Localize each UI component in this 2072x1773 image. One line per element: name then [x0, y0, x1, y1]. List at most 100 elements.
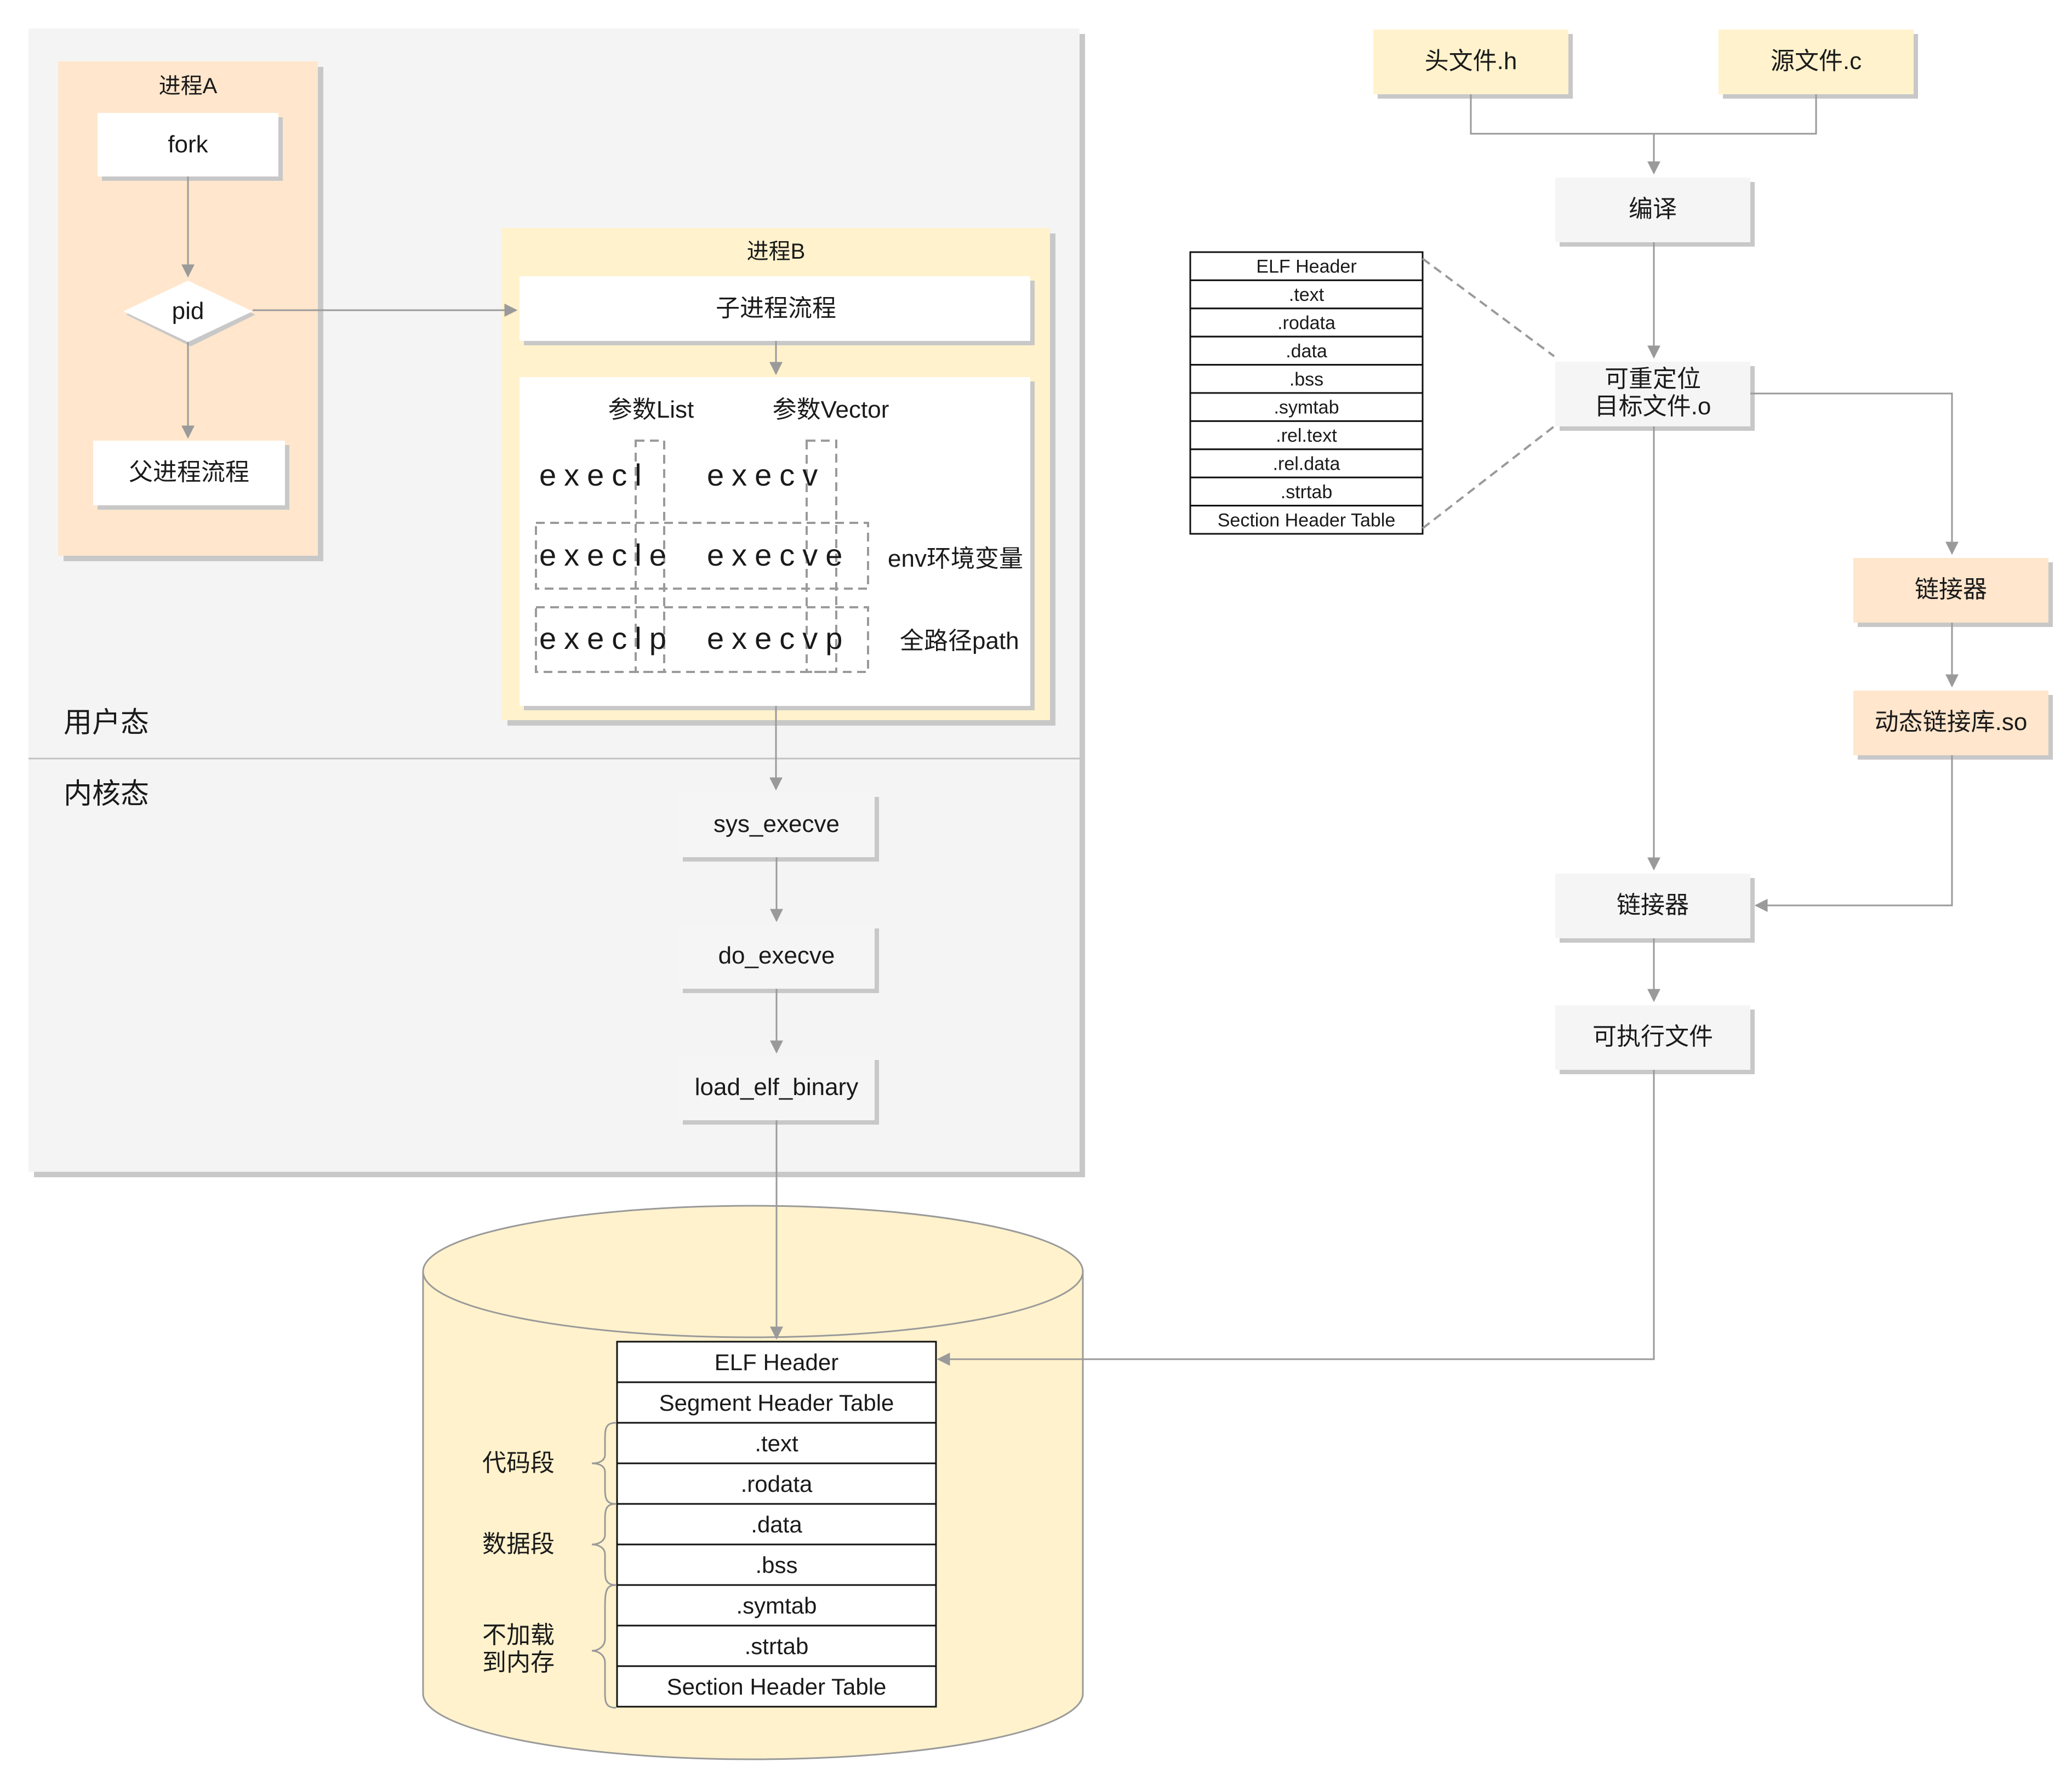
not-loaded-label-1: 不加载: [482, 1622, 555, 1649]
reloc-elf-row-label: .strtab: [1281, 482, 1332, 503]
reloc-elf-cell: [1189, 364, 1424, 394]
reloc-elf-row-label: .data: [1286, 341, 1327, 362]
exec-elf-row-label: .text: [755, 1430, 798, 1456]
elf-callout-bottom: [1422, 425, 1555, 529]
reloc-elf-cell: [1189, 392, 1424, 422]
reloc-elf-row-label: ELF Header: [1256, 256, 1356, 277]
process-b: 进程B 子进程流程 参数List 参数Vector execl execv ex…: [502, 228, 1055, 726]
shared-library-node[interactable]: [1853, 691, 2048, 755]
execve-label: execve: [707, 538, 850, 572]
child-flow-node[interactable]: [520, 276, 1030, 341]
reloc-elf-row-label: Section Header Table: [1218, 510, 1395, 531]
build-pipeline: 头文件.h 源文件.c 编译 可重定位 目标文件.o 链接器 动态链接库.so …: [937, 30, 2053, 1366]
code-segment-label: 代码段: [482, 1450, 555, 1476]
execlp-label: execlp: [539, 621, 674, 655]
source-to-compile-edge: [1654, 94, 1817, 135]
param-vector-label: 参数Vector: [773, 396, 889, 423]
reloc-elf-row-label: .rodata: [1277, 313, 1335, 334]
source-file-label: 源文件.c: [1771, 48, 1862, 75]
exec-elf-cell: [616, 1624, 937, 1667]
exec-elf-row-label: ELF Header: [715, 1349, 838, 1375]
path-label: 全路径path: [900, 628, 1019, 654]
process-a: 进程A fork pid 父进程流程: [58, 61, 323, 561]
execl-label: execl: [539, 458, 649, 492]
relocatable-label-2: 目标文件.o: [1595, 393, 1711, 420]
header-to-compile-edge: [1470, 94, 1654, 135]
load-elf-binary-node[interactable]: [678, 1056, 875, 1120]
reloc-elf-row-label: .bss: [1289, 369, 1323, 390]
sys-execve-label: sys_execve: [714, 811, 840, 837]
exec-elf-row-label: .symtab: [736, 1593, 817, 1618]
data-segment-brace: [591, 1503, 617, 1586]
reloc-elf-row-label: .rel.data: [1273, 454, 1340, 475]
load-elf-binary-label: load_elf_binary: [695, 1074, 858, 1101]
side-linker-label: 链接器: [1915, 576, 1987, 603]
exec-elf-cell: [616, 1665, 937, 1708]
env-label: env环境变量: [888, 545, 1023, 572]
execle-label: execle: [539, 538, 674, 572]
linker-label: 链接器: [1617, 892, 1689, 919]
sys-execve-node[interactable]: [678, 793, 875, 857]
so-to-linker-arrow: [1754, 755, 1953, 912]
elf-callout-top: [1422, 258, 1555, 357]
exec-elf-row-label: .bss: [755, 1552, 797, 1578]
exec-elf-row-label: .strtab: [745, 1633, 809, 1659]
shared-library-label: 动态链接库.so: [1875, 709, 2028, 736]
execv-label: execv: [707, 458, 825, 492]
reloc-elf-cell: [1189, 307, 1424, 338]
not-loaded-brace: [591, 1584, 617, 1709]
exec-elf-row-label: .rodata: [741, 1471, 813, 1497]
compile-node[interactable]: [1555, 178, 1750, 242]
data-segment-label: 数据段: [482, 1531, 555, 1558]
compile-label: 编译: [1629, 196, 1677, 223]
reloc-elf-cell: [1189, 476, 1424, 507]
code-segment-brace: [591, 1422, 617, 1505]
parent-flow-node[interactable]: [93, 441, 285, 505]
exec-elf-row-label: Section Header Table: [667, 1674, 887, 1700]
exec-elf-cell: [616, 1462, 937, 1505]
pid-label: pid: [172, 298, 204, 324]
user-mode-label: 用户态: [64, 707, 149, 739]
reloc-elf-cell: [1189, 279, 1424, 310]
relocatable-label-1: 可重定位: [1605, 366, 1701, 392]
exec-family-box: [520, 377, 1030, 706]
relocatable-object-node[interactable]: [1555, 362, 1750, 426]
executable-node[interactable]: [1555, 1005, 1750, 1070]
header-file-node[interactable]: [1373, 30, 1568, 94]
header-file-label: 头文件.h: [1425, 48, 1517, 75]
process-a-title: 进程A: [159, 74, 218, 98]
not-loaded-label-2: 到内存: [482, 1649, 555, 1676]
executable-label: 可执行文件: [1592, 1023, 1713, 1050]
fork-label: fork: [168, 131, 208, 158]
reloc-elf-cell: [1189, 448, 1424, 478]
reloc-elf-row-label: .rel.text: [1276, 425, 1337, 446]
exec-elf-cell: [616, 1381, 937, 1424]
fork-node[interactable]: [98, 113, 278, 176]
execvp-label: execvp: [707, 621, 850, 655]
exec-elf-row-label: Segment Header Table: [659, 1390, 894, 1416]
reloc-elf-cell: [1189, 420, 1424, 451]
exec-elf-row-label: .data: [751, 1512, 802, 1537]
pid-decision[interactable]: [123, 281, 253, 342]
exe-to-elf-arrow: [937, 1070, 1655, 1366]
env-row-dash: [535, 522, 869, 590]
reloc-elf-row-label: .text: [1289, 284, 1325, 305]
param-list-label: 参数List: [608, 396, 694, 423]
source-file-node[interactable]: [1719, 30, 1914, 94]
do-execve-node[interactable]: [678, 924, 875, 989]
path-row-dash: [535, 606, 869, 673]
reloc-elf-cell: [1189, 335, 1424, 366]
linker-node[interactable]: [1555, 874, 1750, 938]
do-execve-label: do_execve: [718, 942, 835, 969]
process-b-title: 进程B: [747, 240, 806, 264]
reloc-elf-cell: [1189, 505, 1424, 535]
relocatable-elf-table: ELF Header .text .rodata .data .bss .symtab .r…: [1189, 251, 1555, 535]
side-linker-node[interactable]: [1853, 558, 2048, 623]
kernel-mode-label: 内核态: [64, 778, 149, 810]
relocatable-to-side-linker-arrow: [1750, 392, 1959, 555]
reloc-elf-row-label: .symtab: [1274, 397, 1339, 418]
kernel-calls: sys_execve do_execve load_elf_binary: [678, 706, 879, 1125]
child-flow-label: 子进程流程: [716, 295, 836, 322]
